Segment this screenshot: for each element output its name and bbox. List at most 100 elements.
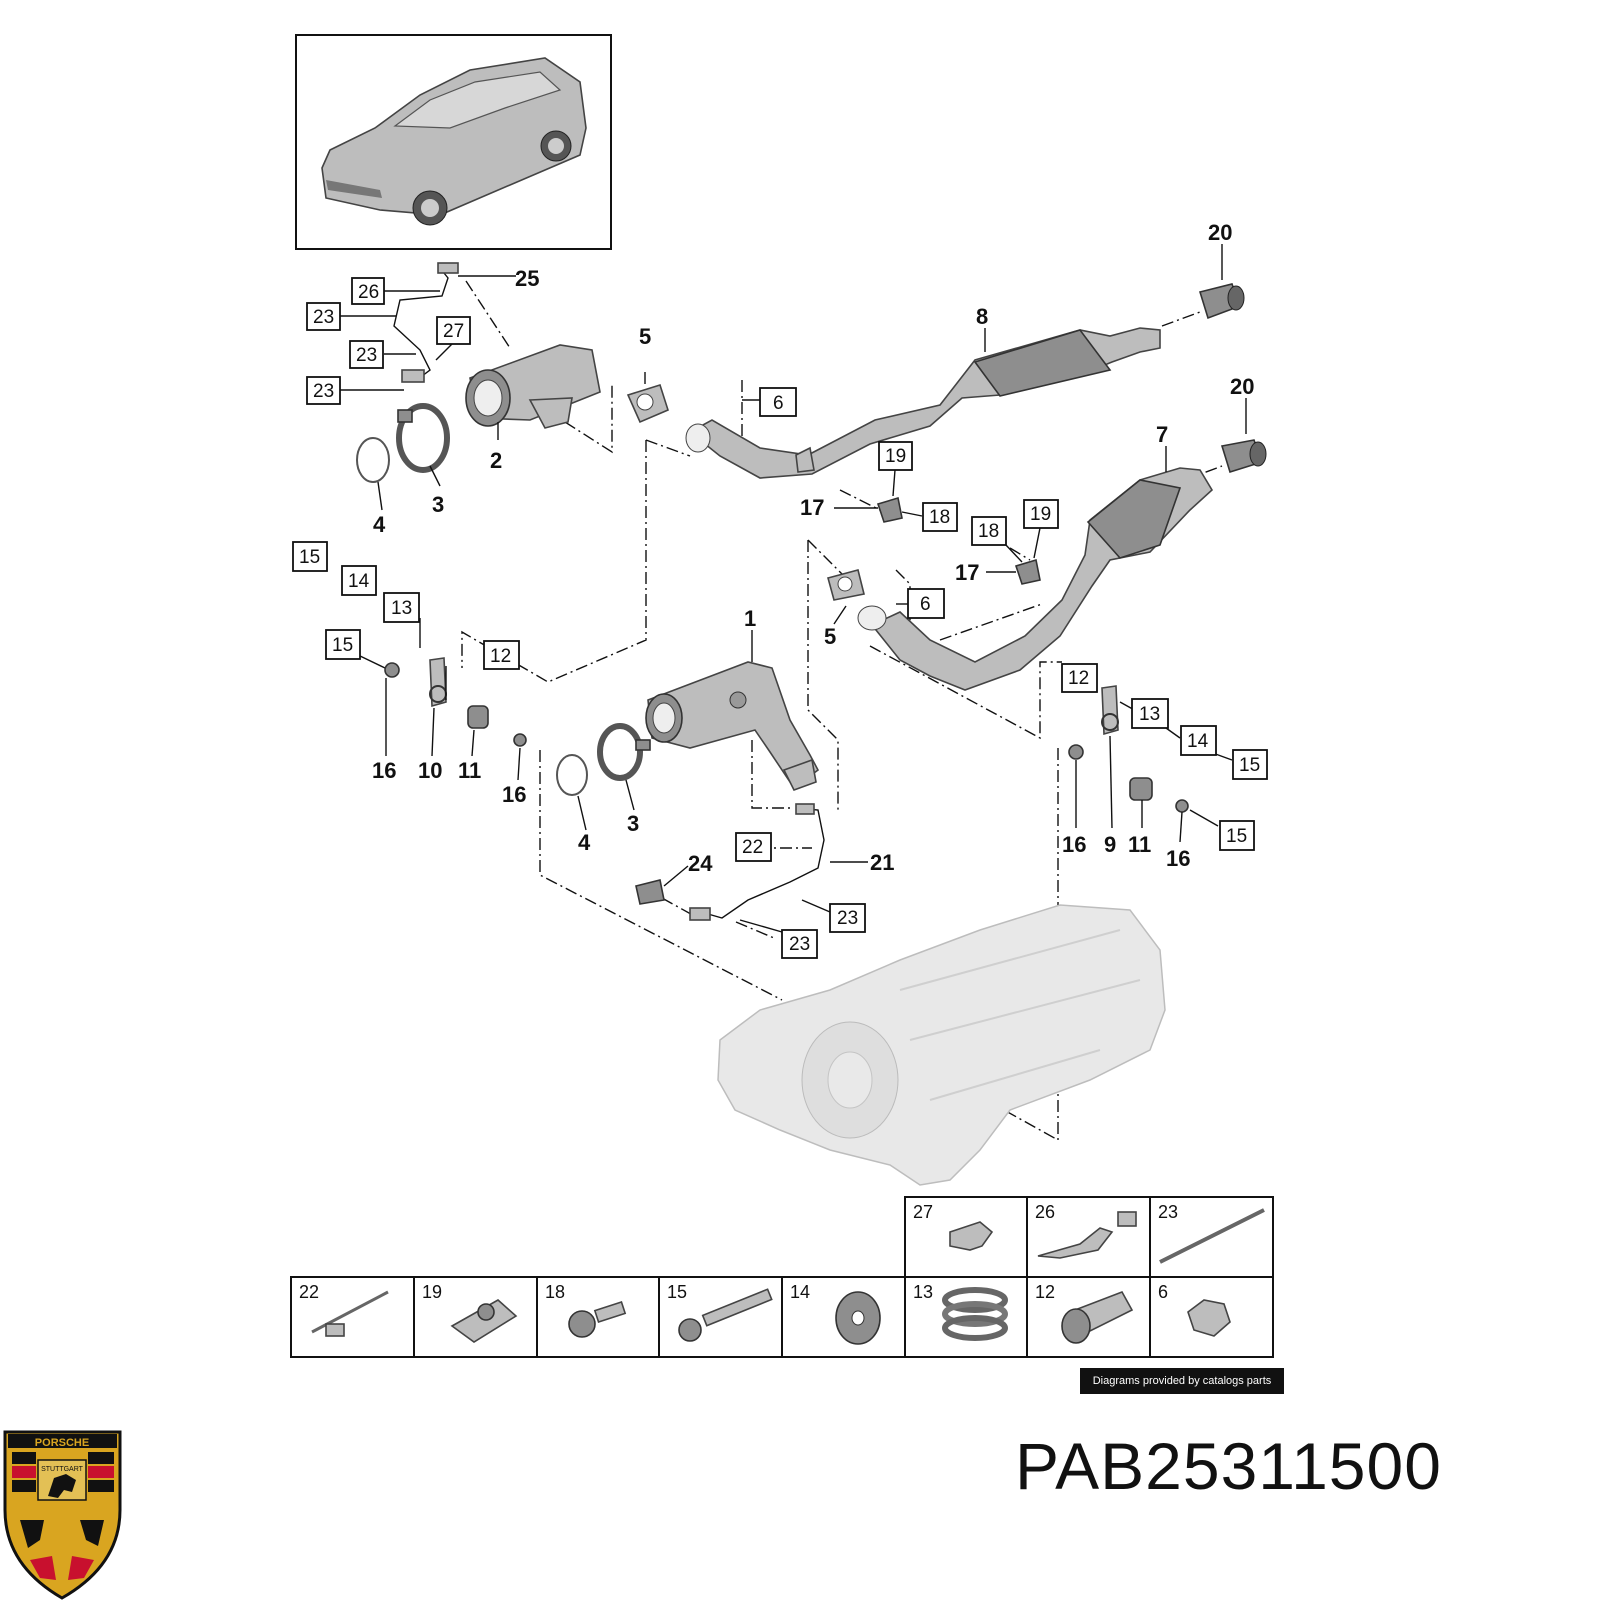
gasket-lower xyxy=(827,569,865,601)
exhaust-pipe-8 xyxy=(685,327,1161,479)
callout-11: 11 xyxy=(1128,832,1151,857)
catalytic-converter-2 xyxy=(465,344,601,429)
transmission xyxy=(717,904,1166,1186)
callout-3: 3 xyxy=(627,811,639,836)
callout-26: 26 xyxy=(358,282,379,303)
washer-hole-14-icon xyxy=(851,1310,865,1326)
tailpipe-tip-upper xyxy=(1198,283,1245,320)
callout-24: 24 xyxy=(688,851,713,876)
bolt-15-icon xyxy=(701,1288,773,1327)
callout-14: 14 xyxy=(1187,731,1209,752)
catalytic-converter-1 xyxy=(645,661,820,791)
callout-23: 23 xyxy=(789,934,810,955)
callout-18: 18 xyxy=(929,507,950,528)
clamp-top xyxy=(356,403,450,483)
callout-20: 20 xyxy=(1230,374,1254,399)
callout-17: 17 xyxy=(800,495,824,520)
callout-box-23 xyxy=(306,376,341,405)
callout-27: 27 xyxy=(443,321,464,342)
clamp-lower xyxy=(556,723,651,796)
callout-box-15 xyxy=(325,629,361,660)
callout-19: 19 xyxy=(885,446,906,467)
callout-box-14 xyxy=(341,565,377,596)
diagram-credit: Diagrams provided by catalogs parts xyxy=(1080,1368,1284,1394)
callouts: 20 20 8 7 25 26 23 27 23 23 5 6 2 3 4 19… xyxy=(292,220,1268,959)
callout-16: 16 xyxy=(1062,832,1086,857)
bolt-head-15-icon xyxy=(678,1318,702,1342)
callout-box-26 xyxy=(351,277,385,305)
callout-box-12 xyxy=(483,640,520,670)
table-label-6: 6 xyxy=(1158,1282,1168,1302)
table-label-13: 13 xyxy=(913,1282,933,1302)
callout-16: 16 xyxy=(502,782,526,807)
nut-19-icon xyxy=(477,1303,495,1321)
callout-13: 13 xyxy=(1139,704,1160,725)
clip-22-icon xyxy=(325,1323,345,1337)
callout-25: 25 xyxy=(515,266,539,291)
sleeve-head-12-icon xyxy=(1061,1308,1091,1344)
callout-14: 14 xyxy=(348,571,370,592)
bolt-18-icon xyxy=(593,1300,627,1324)
nut-26-icon xyxy=(1117,1211,1137,1227)
callout-23: 23 xyxy=(837,908,858,929)
callout-12: 12 xyxy=(1068,668,1089,689)
mount-hardware-right xyxy=(1068,685,1233,827)
callout-box-23 xyxy=(306,302,341,331)
parts-table: 27 26 23 22 19 18 15 14 13 12 6 xyxy=(290,1196,1274,1358)
table-label-26: 26 xyxy=(1035,1202,1055,1222)
oxygen-sensor-top xyxy=(393,262,459,383)
cable-tie-23-icon xyxy=(1159,1208,1265,1264)
callout-5: 5 xyxy=(824,624,836,649)
callout-8: 8 xyxy=(976,304,988,329)
callout-box-15 xyxy=(1219,820,1255,851)
exhaust-pipe-7 xyxy=(857,467,1214,691)
callout-17: 17 xyxy=(955,560,979,585)
callout-10: 10 xyxy=(418,758,442,783)
callout-15: 15 xyxy=(1226,826,1247,847)
callout-1: 1 xyxy=(744,606,756,631)
callout-3: 3 xyxy=(432,492,444,517)
callout-19: 19 xyxy=(1030,504,1051,525)
callout-15: 15 xyxy=(1239,755,1260,776)
gasket-top xyxy=(626,383,669,424)
callout-6: 6 xyxy=(773,393,784,414)
bolt-head-18-icon xyxy=(568,1310,596,1338)
callout-box-23 xyxy=(829,903,866,933)
callout-4: 4 xyxy=(373,512,386,537)
tailpipe-tip-lower xyxy=(1220,439,1267,474)
callout-box-12 xyxy=(1061,663,1098,693)
callout-23: 23 xyxy=(356,345,377,366)
callout-box-18 xyxy=(922,502,958,532)
hanger-upper xyxy=(876,496,903,523)
callout-box-15 xyxy=(292,541,328,572)
callout-15: 15 xyxy=(299,547,320,568)
callout-lines xyxy=(340,244,1247,933)
callout-box-6 xyxy=(759,387,797,417)
table-label-14: 14 xyxy=(790,1282,810,1302)
oxygen-sensor-lower xyxy=(635,803,825,921)
vehicle-thumbnail xyxy=(295,34,612,250)
leader-lines xyxy=(461,280,1223,1142)
callout-box-18 xyxy=(971,516,1007,546)
callout-6: 6 xyxy=(920,594,931,615)
callout-box-6 xyxy=(907,588,945,619)
retainer-26-icon xyxy=(1037,1227,1114,1259)
table-label-22: 22 xyxy=(299,1282,319,1302)
callout-2: 2 xyxy=(490,448,502,473)
clip-27-icon xyxy=(949,1221,994,1251)
crest-text: PORSCHE xyxy=(35,1437,89,1449)
callout-16: 16 xyxy=(372,758,396,783)
table-label-19: 19 xyxy=(422,1282,442,1302)
table-label-27: 27 xyxy=(913,1202,933,1222)
table-label-12: 12 xyxy=(1035,1282,1055,1302)
callout-9: 9 xyxy=(1104,832,1116,857)
callout-box-27 xyxy=(436,316,471,345)
table-label-15: 15 xyxy=(667,1282,687,1302)
spring-13-icon xyxy=(942,1287,1008,1341)
callout-4: 4 xyxy=(578,830,591,855)
table-label-18: 18 xyxy=(545,1282,565,1302)
callout-11: 11 xyxy=(458,758,481,783)
callout-16: 16 xyxy=(1166,846,1190,871)
porsche-crest-logo: PORSCHE STUTTGART xyxy=(3,1430,122,1600)
callout-box-14 xyxy=(1180,725,1217,756)
